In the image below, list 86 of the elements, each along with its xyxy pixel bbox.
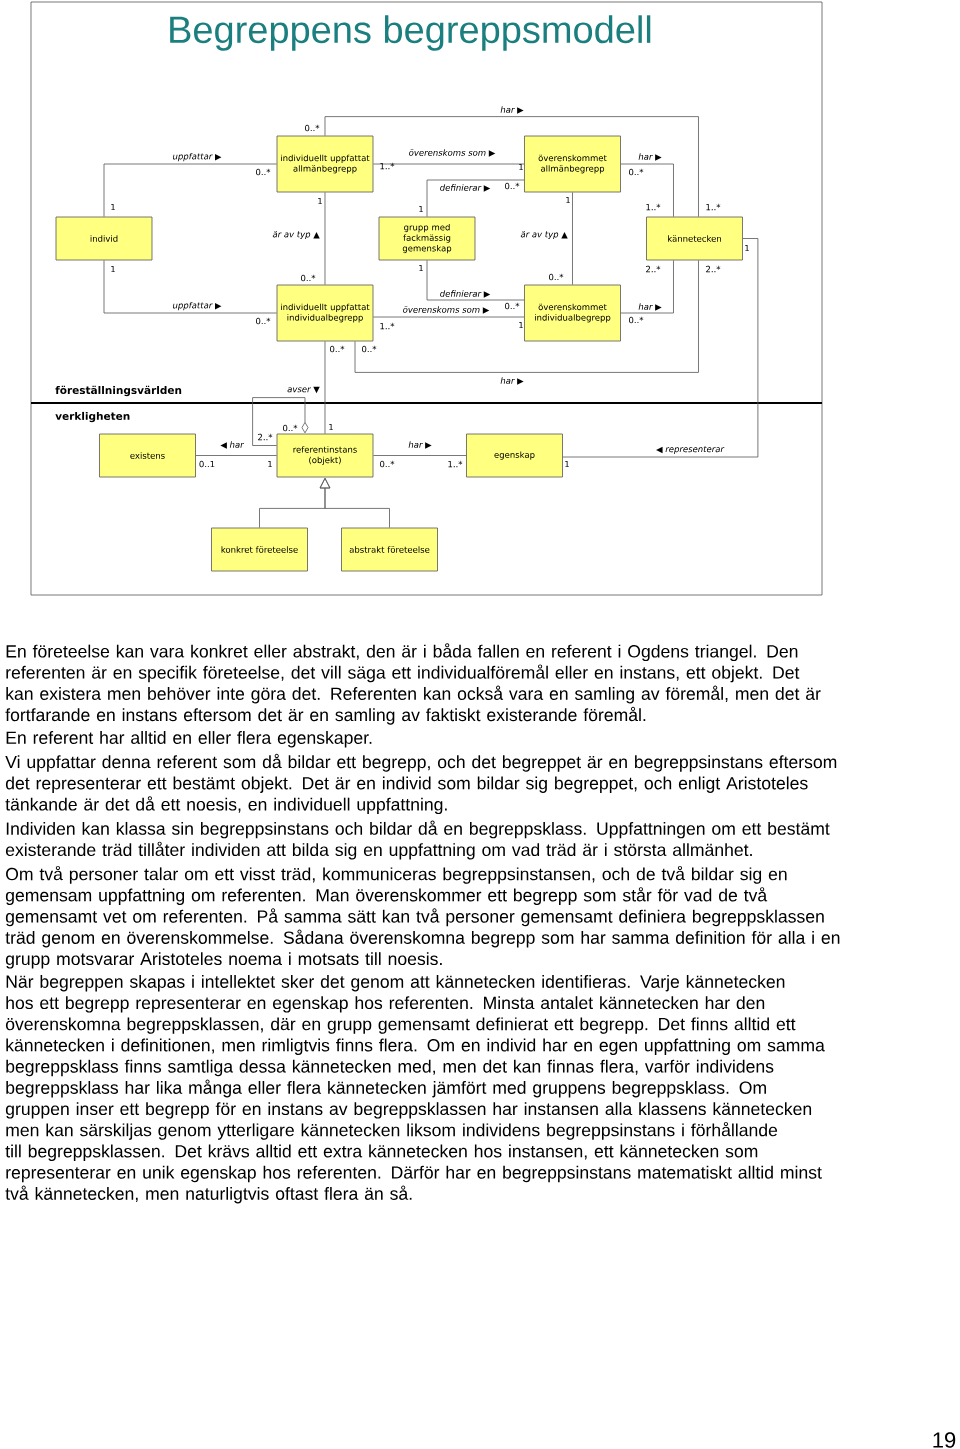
edge-label: definierar ▶ — [440, 184, 491, 192]
edge-label: har ▶ — [638, 303, 662, 311]
association-line — [562, 238, 759, 458]
multiplicity-label: 1 — [419, 205, 423, 213]
association-line — [324, 192, 326, 285]
edge-label: ◀ har — [220, 441, 245, 449]
multiplicity-label: 1..* — [380, 322, 395, 330]
class-box: abstrakt företeelse — [341, 527, 438, 572]
multiplicity-label: 1 — [111, 203, 115, 211]
edge-label: är av typ ▲ — [272, 230, 320, 240]
multiplicity-label: 0..* — [305, 124, 320, 132]
body-paragraph: Vi uppfattar denna referent som då bildar ett begrepp, och det begreppet är en begreppsinstans eftersom det representerar ett bestämt objekt. Det är en individ som bildar sig begreppet, och enligt Aristoteles tänkande är det då ett noesis, en individuell uppfattning. — [5, 753, 837, 815]
edge-label: är av typ ▲ — [520, 230, 568, 240]
body-paragraph: En referent har alltid en eller flera egenskaper. — [6, 731, 372, 748]
multiplicity-label: 0..1 — [199, 460, 215, 468]
multiplicity-label: 0..* — [256, 317, 271, 325]
class-box: existens — [99, 433, 196, 478]
association-line — [103, 163, 277, 217]
association-line — [620, 163, 674, 217]
class-box: referentinstans (objekt) — [276, 433, 374, 478]
aggregation-line — [252, 397, 309, 446]
multiplicity-label: 1 — [745, 244, 749, 252]
multiplicity-label: 1 — [419, 264, 423, 272]
multiplicity-label: 1 — [565, 460, 569, 468]
edge-label: överenskoms som ▶ — [403, 306, 490, 314]
association-line — [620, 260, 674, 314]
association-line — [354, 260, 699, 373]
class-box: överenskommet individualbegrepp — [524, 284, 621, 342]
class-box: kännetecken — [646, 216, 743, 261]
title: Begreppens begreppsmodell — [170, 15, 651, 51]
association-line — [103, 260, 277, 314]
association-line — [373, 163, 525, 165]
generalization-arrow — [319, 477, 390, 528]
body-paragraph: När begreppen skapas i intellektet sker det genom att kännetecken identifieras. Varje kännetecken hos ett begrepp representerar en egenskap hos referenten. Minsta antalet kännetecken har den överenskomna begreppsklassen, där en grupp gemensamt definierat ett begrepp. Det finns alltid ett kännetecken i definitionen, men rimligtvis finns flera. Om en individ har en egen uppfattning om samma begreppsklass finns samtliga dessa kännetecken med, men det kan finnas flera, varför individens begreppsklass har lika många eller flera kännetecken jämfört med gruppens begreppsklass. Om gruppen inser ett begrepp för en instans av begreppsklassen har instansen alla klassens kännetecken men kan särskiljas genom ytterligare kännetecken liksom individens begreppsinstans i förhållande till begreppsklassen. Det krävs alltid ett extra kännetecken hos instansen, ett kännetecken som representerar en unik egenskap hos referenten. Därför har en begreppsinstans matematiskt alltid minst två kännetecken, men naturligtvis oftast flera än så. — [5, 975, 825, 1204]
association-line — [324, 116, 699, 217]
association-line — [195, 455, 277, 456]
multiplicity-label: 0..* — [256, 168, 271, 176]
multiplicity-label: 1..* — [706, 203, 721, 211]
body-paragraph: Om två personer talar om ett visst träd, kommuniceras begreppsinstansen, och de två bildar sig en gemensam uppfattning om referenten. Man överenskommer ett begrepp som står för vad de två gemensamt vet om referenten. På samma sätt kan två personer gemensamt definiera begreppsklassen träd genom en överenskommelse. Sådana överenskomna begrepp som har samma definition för alla i en grupp motsvarar Aristoteles noema i motsats till noesis. — [5, 865, 840, 969]
multiplicity-label: 2..* — [706, 265, 721, 273]
association-line — [373, 316, 525, 318]
multiplicity-label: 0..* — [629, 316, 644, 324]
multiplicity-label: 0..* — [362, 345, 377, 353]
class-box: individuellt uppfattat individualbegrepp — [276, 284, 374, 342]
edge-label: uppfattar ▶ — [173, 301, 222, 311]
multiplicity-label: 2..* — [258, 433, 273, 441]
edge-label: avser ▼ — [287, 386, 320, 394]
association-line — [426, 260, 525, 301]
association-line — [324, 341, 326, 434]
class-box: konkret företeelse — [211, 527, 308, 572]
edge-label: har ▶ — [408, 441, 432, 449]
multiplicity-label: 1 — [111, 265, 115, 273]
multiplicity-label: 1 — [268, 460, 272, 468]
region-label: föreställningsvärlden — [55, 385, 182, 397]
class-box: individuellt uppfattat allmänbegrepp — [276, 135, 374, 193]
multiplicity-label: 1 — [329, 423, 333, 431]
multiplicity-label: 0..* — [283, 424, 298, 432]
class-box: individ — [55, 216, 153, 261]
multiplicity-label: 1 — [519, 321, 523, 329]
class-box: överenskommet allmänbegrepp — [524, 135, 621, 193]
multiplicity-label: 0..* — [380, 460, 395, 468]
body-paragraph: En företeelse kan vara konkret eller abstrakt, den är i båda fallen en referent i Ogdens triangel. Den referenten är en specifik företeelse, det vill säga ett individualföremål eller en instans, ett objekt. Det kan existera men behöver inte göra det. Referenten kan också vara en samling av föremål, men det är fortfarande en instans eftersom det är en samling av faktiskt existerande föremål. — [5, 643, 821, 725]
edge-label: definierar ▶ — [440, 290, 491, 298]
region-label: verkligheten — [55, 411, 130, 423]
association-line — [572, 192, 573, 285]
body-paragraph: Individen kan klassa sin begreppsinstans och bildar då en begreppsklass. Uppfattningen om ett bestämt existerande träd tillåter individen att bilda sig en uppfattning om vad träd är i största allmänhet. — [5, 820, 830, 860]
association-line — [373, 455, 467, 456]
class-box: grupp med fackmässig gemenskap — [378, 216, 476, 261]
edge-label: uppfattar ▶ — [173, 152, 222, 162]
multiplicity-label: 0..* — [629, 168, 644, 176]
edge-label: har ▶ — [638, 153, 662, 161]
multiplicity-label: 1 — [566, 196, 570, 204]
multiplicity-label: 1 — [318, 197, 322, 205]
multiplicity-label: 1..* — [380, 162, 395, 170]
edge-label: överenskoms som ▶ — [409, 149, 496, 157]
multiplicity-label: 0..* — [505, 302, 520, 310]
multiplicity-label: 0..* — [505, 182, 520, 190]
association-line — [426, 179, 525, 217]
multiplicity-label: 1 — [519, 163, 523, 171]
edge-label: ◀ representerar — [656, 446, 725, 454]
class-box: egenskap — [466, 433, 563, 478]
edge-label: har ▶ — [500, 106, 524, 114]
page-number: 19 — [933, 1432, 956, 1448]
edge-label: har ▶ — [500, 377, 524, 385]
multiplicity-label: 1..* — [448, 460, 463, 468]
multiplicity-label: 0..* — [330, 345, 345, 353]
